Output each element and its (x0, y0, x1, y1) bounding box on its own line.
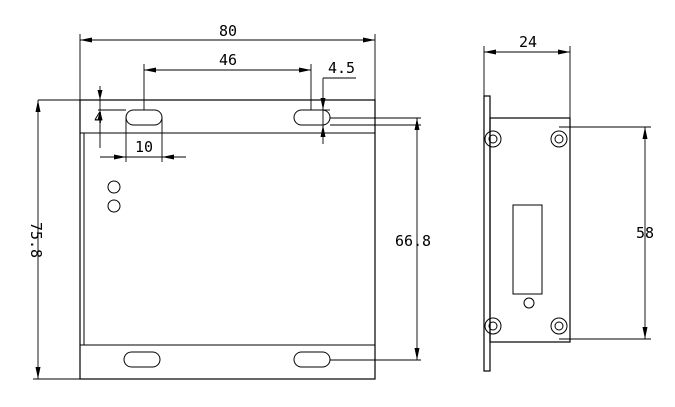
dim-58-arrow-bottom (642, 327, 648, 339)
dim-4-arrow-bottom (97, 110, 103, 120)
dim-10-arrow-left (114, 154, 126, 160)
side-view (483, 95, 571, 372)
dim-4-5-arrow-top (320, 98, 326, 110)
dim-24-label: 24 (519, 33, 537, 51)
dim-75-8-arrow-bottom (35, 367, 41, 379)
dim-80-label: 80 (219, 22, 237, 40)
dim-66-8-label: 66.8 (395, 232, 431, 250)
front-view (79, 99, 376, 380)
dim-24-arrow-right (558, 49, 570, 55)
side-small-hole (523, 297, 535, 309)
dim-80-arrow-right (363, 37, 375, 43)
side-mount-hole-bottom-left (484, 317, 502, 335)
mounting-slot-bottom-right (293, 351, 331, 368)
dim-10-label: 10 (135, 138, 153, 156)
dim-24-arrow-left (484, 49, 496, 55)
dim-80-arrow-left (80, 37, 92, 43)
side-mount-hole-top-right (550, 130, 568, 148)
side-connector-port (512, 204, 543, 295)
dim-10-arrow-right (162, 154, 174, 160)
mounting-slot-top-right (293, 109, 331, 126)
side-mount-hole-bottom-right (550, 317, 568, 335)
indicator-led-2 (107, 199, 121, 213)
dim-75-8-label: 75.8 (27, 222, 45, 258)
mounting-slot-bottom-left (123, 351, 161, 368)
dim-58-label: 58 (636, 224, 654, 242)
side-mount-hole-top-left (484, 130, 502, 148)
dim-4-5-arrow-bottom (320, 125, 326, 137)
dim-66-8-arrow-top (414, 118, 420, 130)
dim-4-arrow-top (97, 90, 103, 100)
front-outline (79, 99, 376, 380)
dim-46-arrow-right (299, 67, 311, 73)
dim-46-label: 46 (219, 51, 237, 69)
dim-46-arrow-left (144, 67, 156, 73)
mounting-slot-top-left (125, 109, 163, 126)
dim-66-8-arrow-bottom (414, 348, 420, 360)
front-dimensions: 80 46 4.5 4 10 75.8 (27, 22, 431, 380)
dim-58-arrow-top (642, 127, 648, 139)
indicator-led-1 (107, 180, 121, 194)
side-dimensions: 24 58 (483, 33, 654, 340)
dim-75-8-arrow-top (35, 100, 41, 112)
dim-4-5-label: 4.5 (328, 59, 355, 77)
dim-4-label: 4 (94, 109, 103, 127)
side-body-outline (489, 117, 571, 343)
